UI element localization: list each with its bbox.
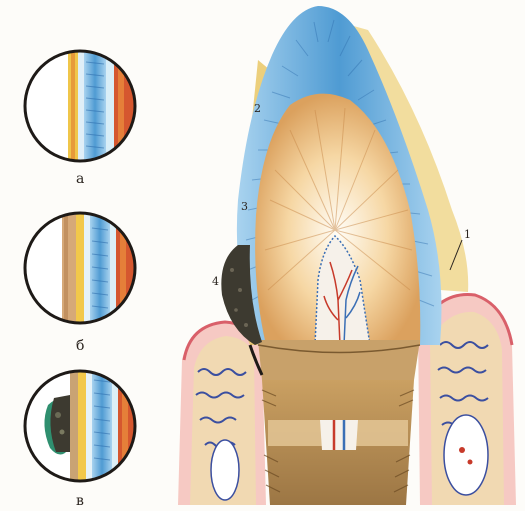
panel-v-label: в: [76, 493, 84, 509]
callout-3: 3: [241, 200, 248, 213]
callout-2: 2: [254, 102, 261, 115]
panel-v: в: [25, 360, 148, 509]
panel-b-label: б: [76, 338, 84, 354]
panel-a-label: а: [76, 171, 84, 187]
panel-a: а: [25, 40, 144, 187]
callout-1: 1: [464, 228, 471, 241]
panel-b: б: [25, 200, 146, 354]
tooth-section: [178, 6, 516, 505]
callout-4: 4: [212, 275, 219, 288]
